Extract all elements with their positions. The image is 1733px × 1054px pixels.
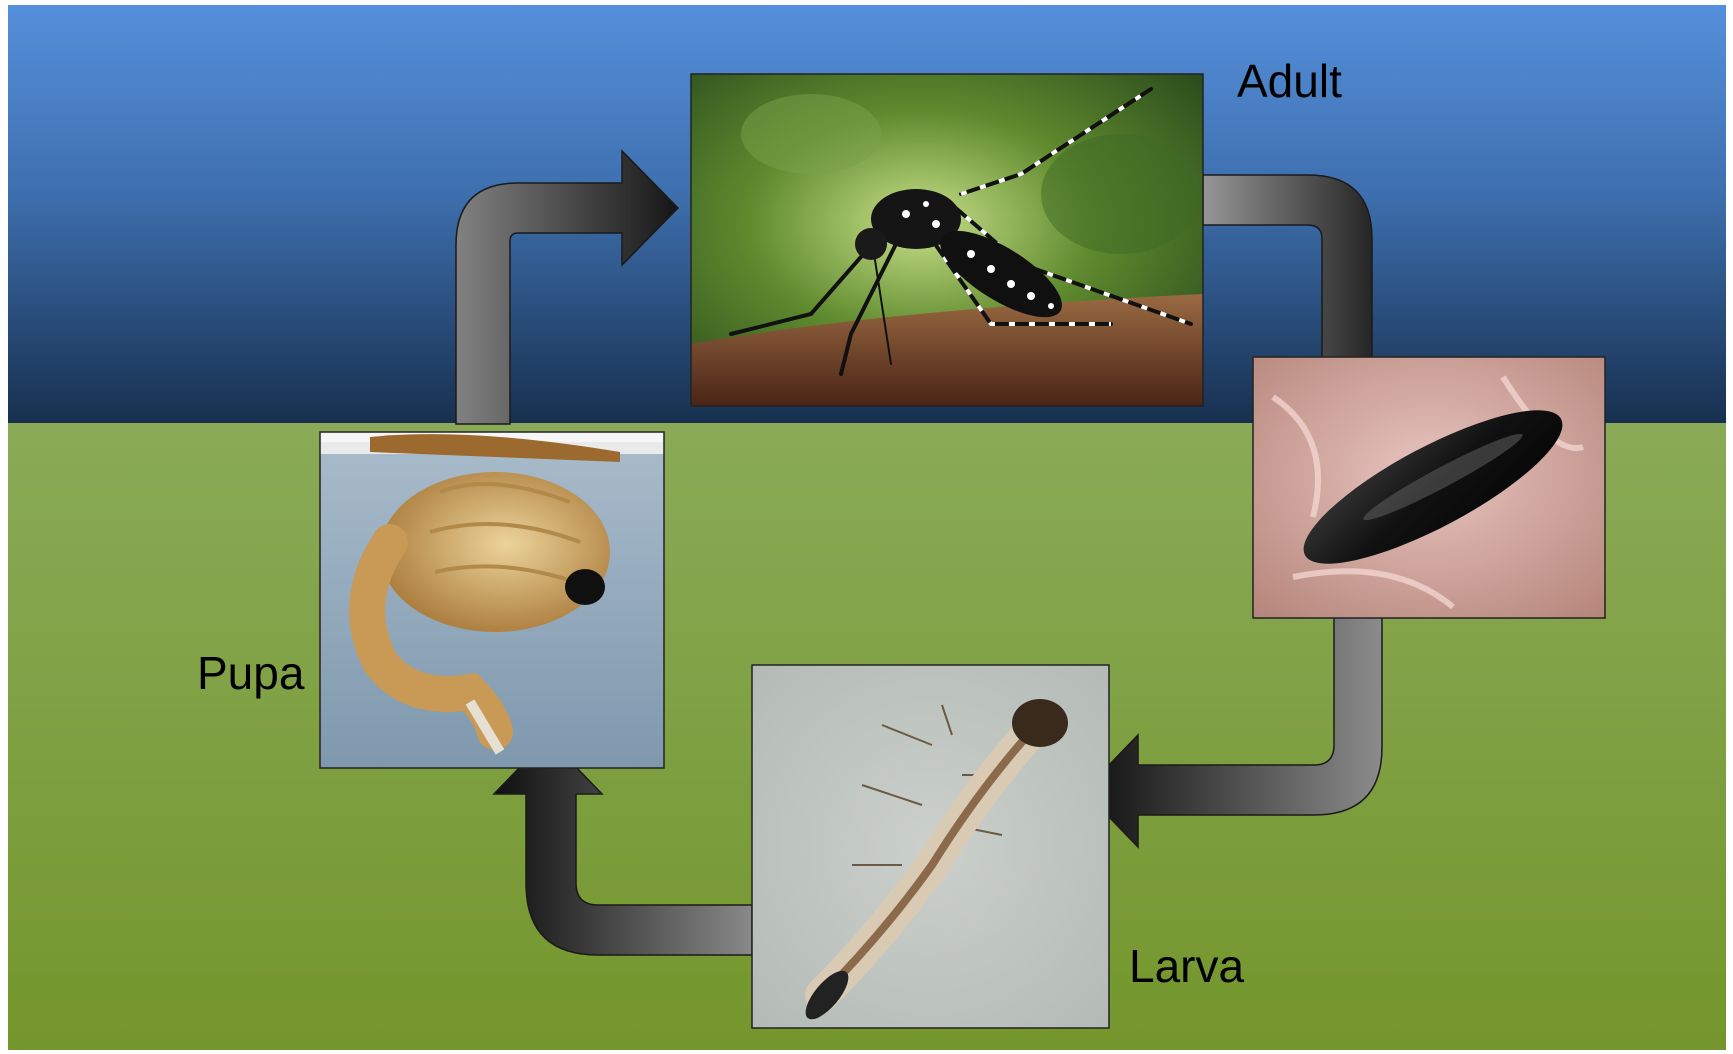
pupa-label: Pupa xyxy=(197,650,304,696)
diagram-canvas xyxy=(8,5,1726,1050)
egg-photo xyxy=(1253,357,1605,618)
larva-photo xyxy=(752,665,1109,1028)
adult-mosquito-photo xyxy=(691,74,1203,406)
pupa-photo xyxy=(320,432,664,768)
adult-label: Adult xyxy=(1237,58,1342,104)
larva-label: Larva xyxy=(1129,943,1244,989)
lifecycle-diagram: Adult Pupa Larva xyxy=(8,5,1726,1050)
